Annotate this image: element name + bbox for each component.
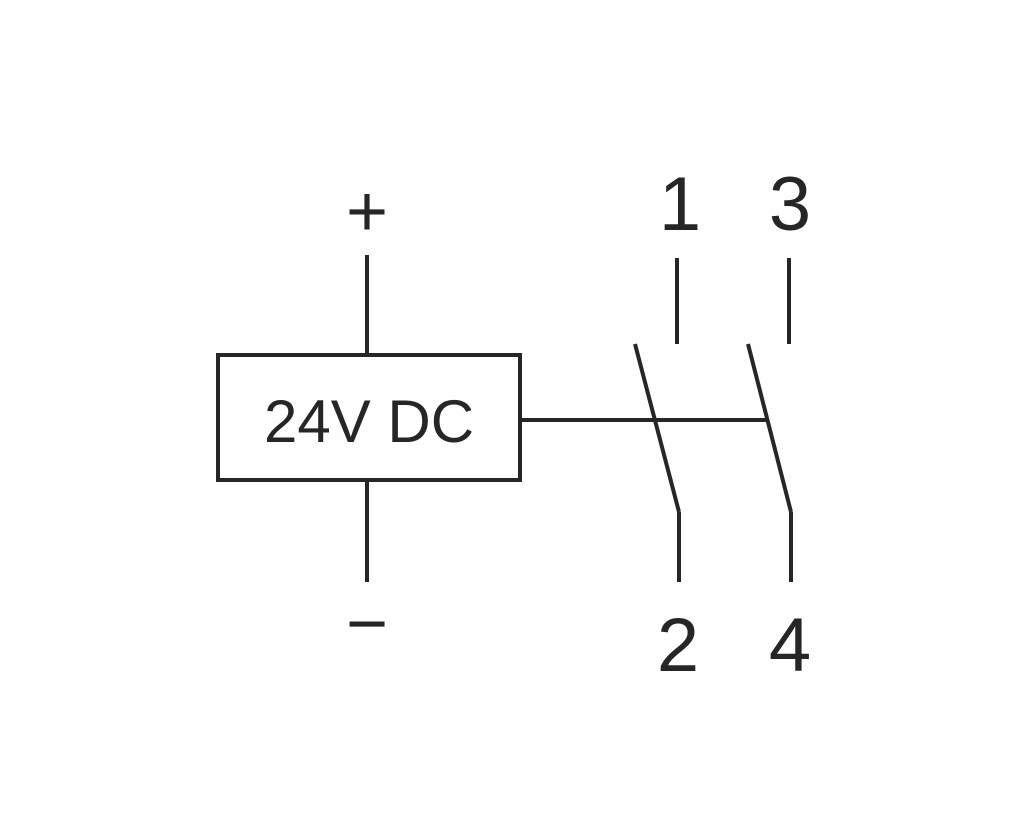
switch-contact-3-4 <box>746 258 793 582</box>
plus-label: + <box>346 172 388 252</box>
terminal-1-label: 1 <box>659 162 701 247</box>
terminal-2-label: 2 <box>657 603 699 688</box>
contact-blade-2 <box>746 343 793 513</box>
contact-blade-1 <box>633 343 681 513</box>
supply-label: 24V DC <box>264 388 474 455</box>
minus-label: − <box>346 584 388 664</box>
terminal-3-label: 3 <box>769 162 811 247</box>
terminal-4-label: 4 <box>769 603 811 688</box>
switch-contact-1-2 <box>633 258 681 582</box>
